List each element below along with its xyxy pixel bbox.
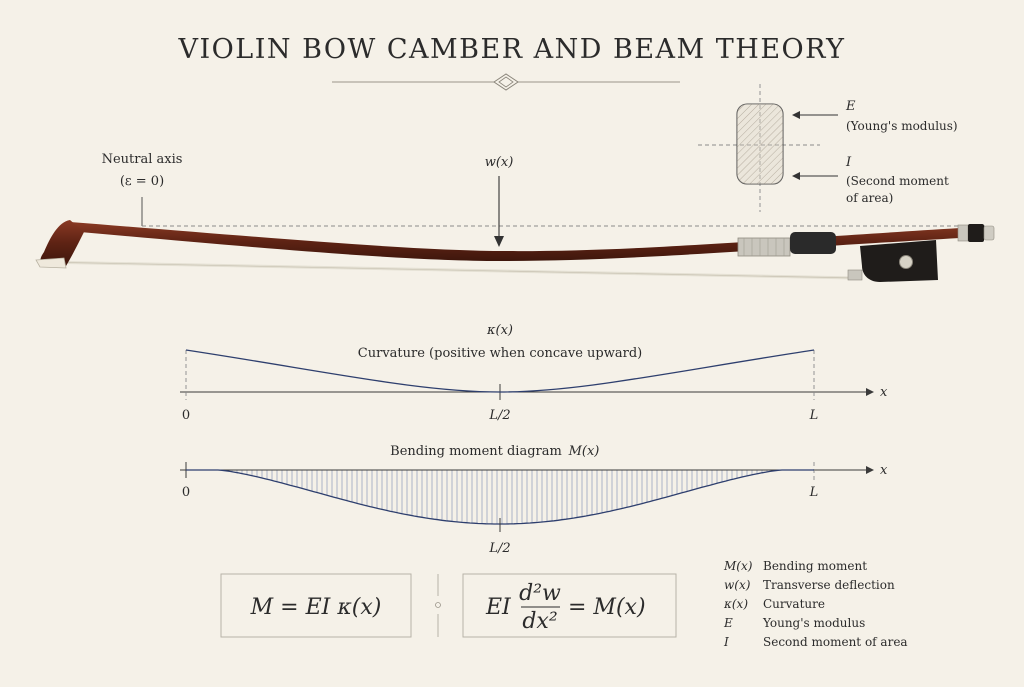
moment-hatch: [221, 470, 778, 524]
legend-symbol: I: [723, 635, 729, 649]
legend-symbol: κ(x): [723, 597, 748, 611]
equation-box-2: [462, 573, 677, 638]
bow-hair-edge: [41, 261, 857, 279]
bow-winding: [737, 237, 791, 257]
i-description-line1: (Second moment: [846, 174, 949, 188]
deflection-label: w(x): [485, 155, 514, 170]
bow-tip: [35, 220, 84, 269]
i-symbol: I: [845, 155, 852, 170]
equation-box-1: [220, 573, 412, 638]
e-symbol: E: [845, 99, 856, 114]
moment-tick-0: 0: [182, 485, 190, 500]
moment-axis-arrow: [866, 466, 874, 474]
moment-symbol: M(x): [568, 444, 600, 459]
i-arrow-head: [792, 172, 800, 180]
equation-2-prefix: EI: [485, 595, 512, 620]
bow-button: [957, 224, 995, 242]
curvature-axis-var: x: [880, 385, 888, 400]
curvature-tick-end: L: [809, 408, 819, 423]
moment-tick-mid: L/2: [488, 541, 510, 556]
legend-desc: Second moment of area: [763, 635, 908, 649]
equation-2-suffix: = M(x): [568, 595, 646, 620]
legend-desc: Curvature: [763, 597, 825, 611]
moment-axis-var: x: [880, 463, 888, 478]
legend-desc: Young's modulus: [762, 616, 865, 630]
moment-curve: [186, 469, 814, 525]
deflection-arrow-head: [494, 236, 504, 247]
legend-desc: Transverse deflection: [763, 578, 895, 592]
legend: M(x) Bending moment w(x) Transverse defl…: [723, 559, 908, 649]
moment-tick-end: L: [809, 485, 819, 500]
curvature-tick-mid: L/2: [488, 408, 510, 423]
equation-2-numerator: d²w: [519, 581, 561, 606]
equation-2-denominator: dx²: [522, 609, 557, 634]
legend-desc: Bending moment: [763, 559, 867, 573]
cross-section-shape: [736, 103, 784, 185]
cross-section-tint: [737, 104, 783, 184]
curvature-axis-arrow: [866, 388, 874, 396]
bow-winding-lines: [743, 238, 785, 256]
legend-symbol: M(x): [723, 559, 753, 573]
bow-grip: [790, 232, 836, 254]
e-description: (Young's modulus): [846, 119, 958, 133]
bow-frog: [847, 240, 938, 282]
ornament-icon: [493, 73, 519, 91]
e-arrow-head: [792, 111, 800, 119]
legend-symbol: E: [723, 616, 733, 630]
i-description-line2: of area): [846, 191, 893, 205]
legend-symbol: w(x): [724, 578, 751, 592]
page-title: VIOLIN BOW CAMBER AND BEAM THEORY: [177, 34, 845, 65]
curvature-tick-0: 0: [182, 408, 190, 423]
bow-stick: [70, 222, 960, 261]
curvature-curve: [185, 349, 815, 393]
equation-1: M = EI κ(x): [250, 595, 382, 620]
separator-dot-icon: [435, 602, 441, 608]
curvature-symbol: κ(x): [486, 323, 513, 338]
neutral-axis-label: Neutral axis: [102, 152, 183, 167]
curvature-caption: Curvature (positive when concave upward): [358, 346, 642, 361]
neutral-axis-strain: (ε = 0): [120, 174, 164, 189]
moment-caption: Bending moment diagram: [390, 444, 562, 459]
